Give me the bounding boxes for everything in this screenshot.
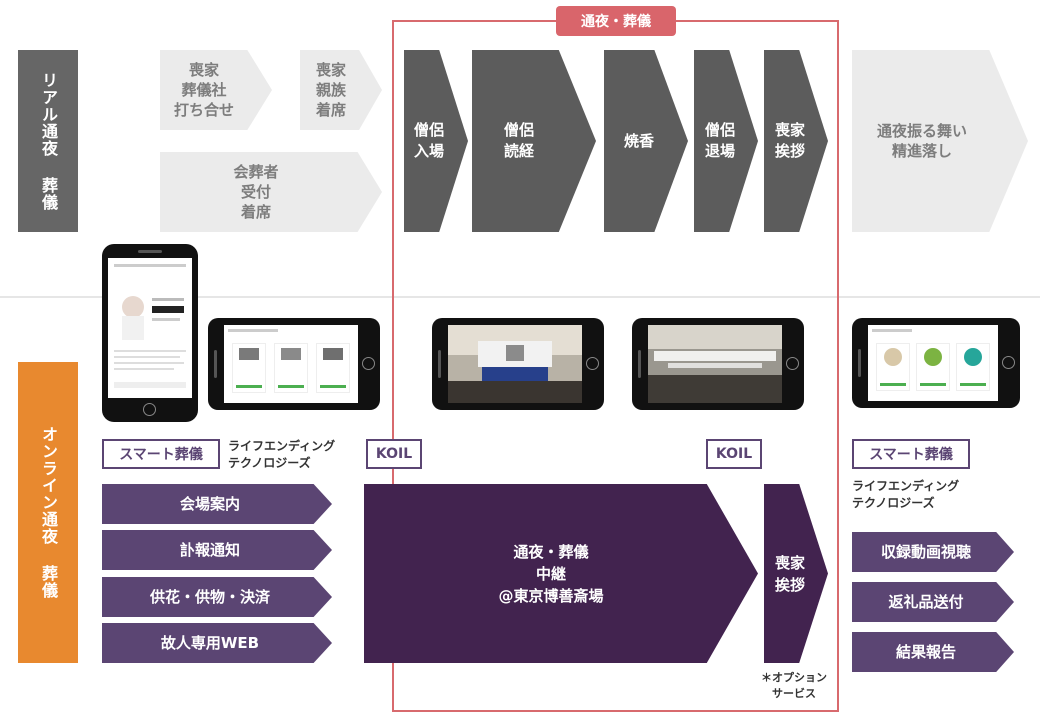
online-step-return-gift: 返礼品送付 [852,582,1014,622]
smartphone-landscape-icon [632,318,804,410]
online-step-offerings-payment: 供花・供物・決済 [102,577,332,617]
smartphone-landscape-icon [432,318,604,410]
step-family-seated: 喪家 親族 着席 [300,50,382,130]
step-after-meal: 通夜振る舞い 精進落し [852,50,1028,232]
smartphone-portrait-icon [102,244,198,422]
real-ceremony-label-text: リアル通夜 葬儀 [39,71,58,211]
section-divider [0,296,1040,298]
online-step-memorial-web: 故人専用WEB [102,623,332,663]
real-ceremony-label: リアル通夜 葬儀 [18,50,78,232]
koil-tag-left: KOIL [366,439,422,469]
online-step-ceremony-relay: 通夜・葬儀 中継 @東京博善斎場 [364,484,758,663]
company-name-right: ライフエンディング テクノロジーズ [852,479,960,510]
smartphone-landscape-icon [852,318,1020,408]
step-family-meeting: 喪家 葬儀社 打ち合せ [160,50,272,130]
option-service-note: ＊オプション サービス [761,671,827,700]
online-ceremony-label: オンライン通夜 葬儀 [18,362,78,663]
online-ceremony-label-text: オンライン通夜 葬儀 [39,426,58,599]
ceremony-frame-tag: 通夜・葬儀 [556,6,676,36]
online-step-result-report: 結果報告 [852,632,1014,672]
online-step-venue-guide: 会場案内 [102,484,332,524]
company-name-left: ライフエンディング テクノロジーズ [228,439,336,470]
koil-tag-right: KOIL [706,439,762,469]
online-step-recorded-video: 収録動画視聴 [852,532,1014,572]
step-attendee-reception: 会葬者 受付 着席 [160,152,382,232]
smartphone-landscape-icon [208,318,380,410]
smart-funeral-tag-right: スマート葬儀 [852,439,970,469]
online-step-obituary-notice: 訃報通知 [102,530,332,570]
smart-funeral-tag-left: スマート葬儀 [102,439,220,469]
